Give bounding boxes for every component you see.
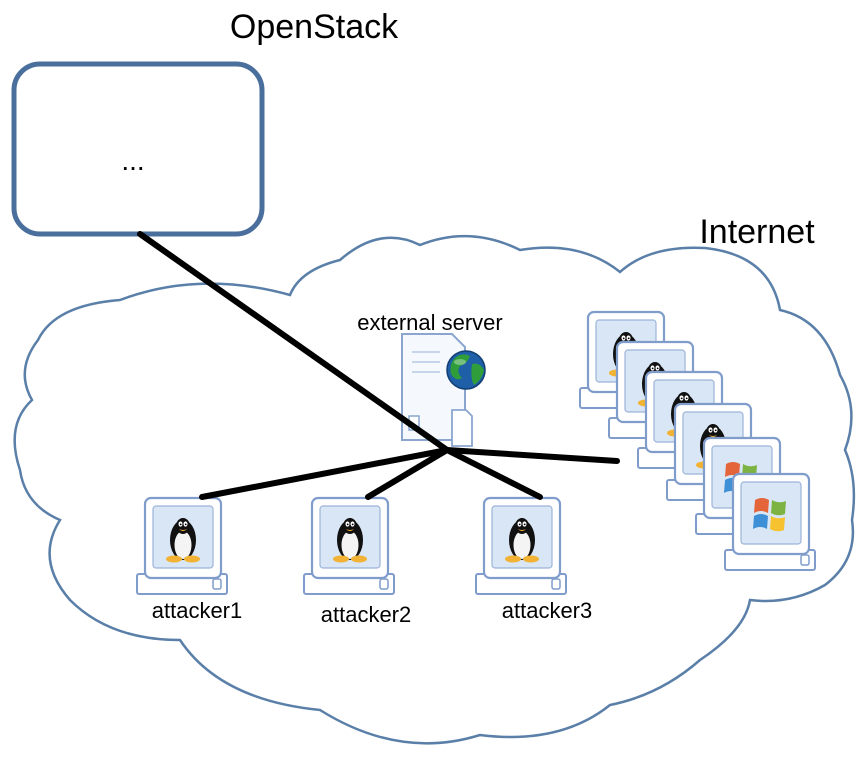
openstack-title: OpenStack [230, 8, 399, 46]
internet-host [723, 472, 817, 572]
link-internet [444, 447, 620, 464]
link-attacker2 [365, 447, 450, 500]
attacker-3 [474, 496, 568, 596]
link-attacker1 [199, 447, 450, 500]
attacker-1-label: attacker1 [152, 598, 243, 623]
attacker-2 [302, 496, 396, 596]
attacker-1 [135, 496, 229, 596]
link-openstack [137, 231, 450, 453]
external-server-label: external server [357, 310, 503, 335]
openstack-box-text: ... [121, 145, 144, 176]
link-attacker3 [444, 447, 543, 500]
globe-icon [446, 350, 486, 390]
attacker-2-label: attacker2 [321, 602, 412, 627]
internet-title: Internet [699, 213, 815, 251]
network-links [137, 231, 620, 500]
attacker-3-label: attacker3 [502, 598, 593, 623]
external-server: external server [357, 310, 503, 447]
